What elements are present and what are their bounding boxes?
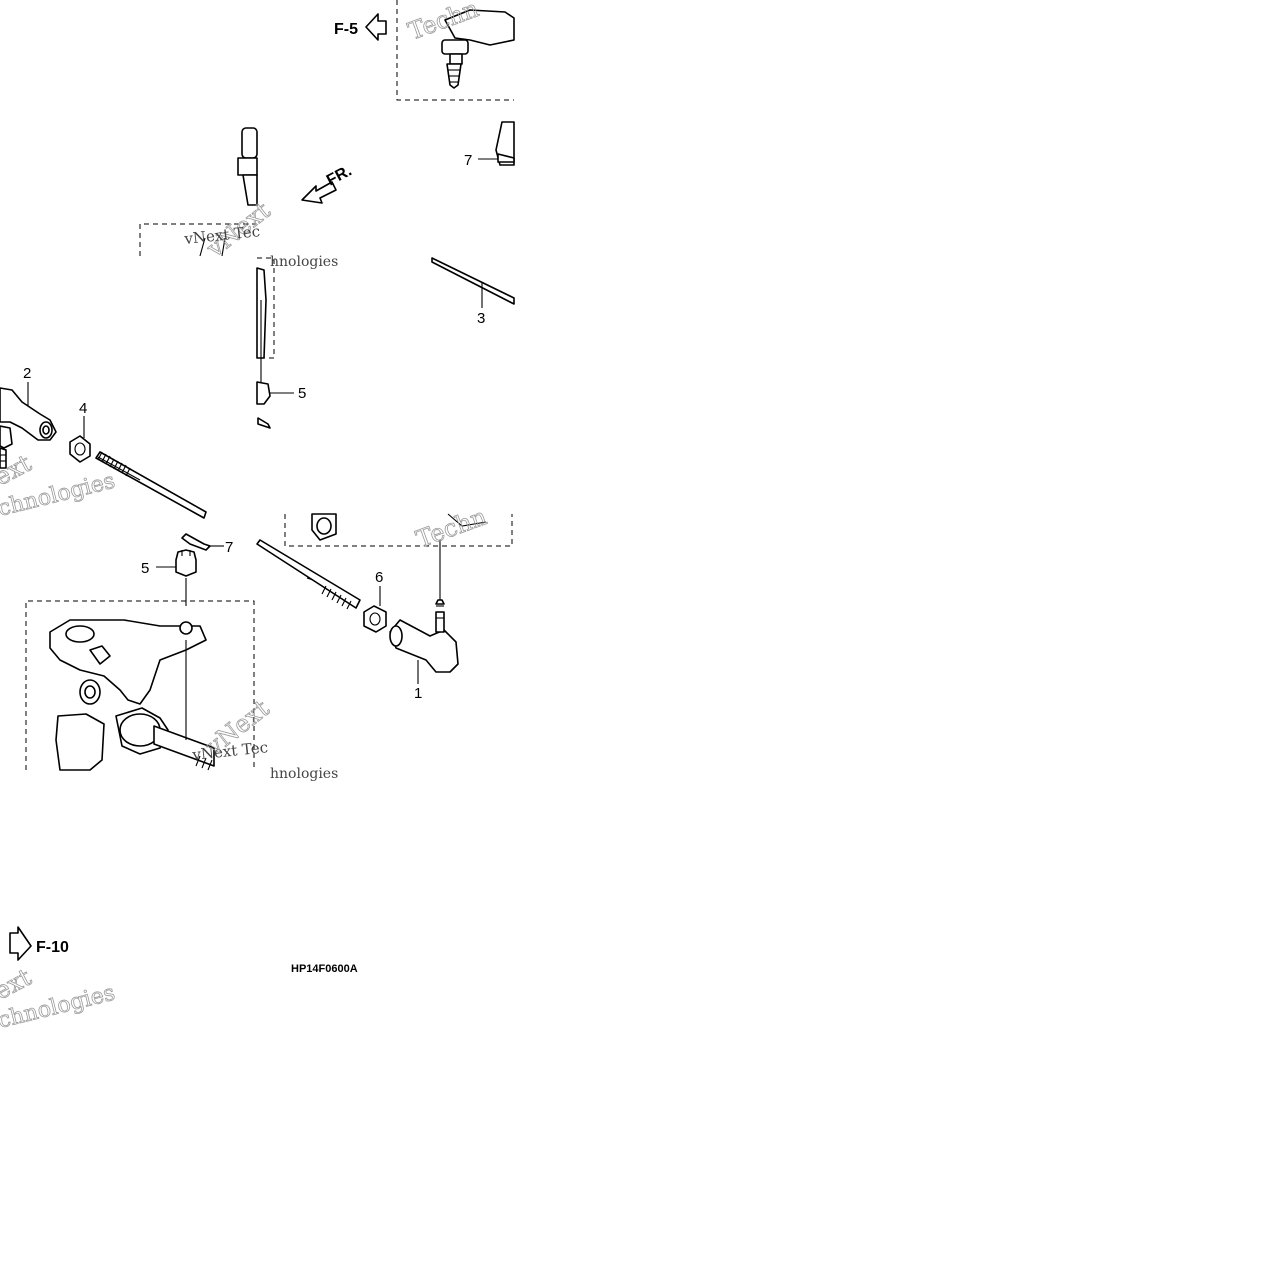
callout-4: 4 — [79, 400, 87, 417]
arrow-left-icon — [365, 13, 387, 41]
watermark-text: hnologies — [270, 766, 338, 782]
callout-5: 5 — [298, 385, 306, 402]
arrow-right-icon — [9, 926, 32, 961]
front-indicator: FR. — [301, 162, 355, 204]
steering-upper-left — [237, 127, 258, 206]
knuckle-inset — [25, 600, 255, 771]
tie-rod-right — [256, 539, 361, 610]
callout-5: 5 — [141, 560, 149, 577]
reference-f10-label: F-10 — [36, 939, 69, 956]
front-arrow-icon — [301, 181, 337, 204]
callout-2: 2 — [23, 365, 31, 382]
watermark-text: hnologies — [270, 254, 338, 270]
reference-f10[interactable]: F-10 — [9, 926, 69, 961]
callout-7: 7 — [464, 152, 472, 169]
tie-rod-upper-right — [431, 257, 515, 308]
castle-nut-upper — [256, 381, 294, 429]
drawing-code: HP14F0600A — [291, 963, 358, 975]
upper-inset — [396, 0, 515, 101]
cotter-pin-upper — [478, 153, 515, 163]
jam-nut-right — [363, 586, 387, 633]
left-upper-inset — [139, 223, 275, 385]
reference-f5[interactable]: F-5 — [334, 13, 387, 41]
tie-rod-end-left — [0, 382, 57, 469]
tie-rod-end-right — [389, 540, 459, 684]
callouts: 1 2 3 4 5 5 6 7 7 — [23, 152, 485, 702]
callout-3: 3 — [477, 310, 485, 327]
tie-rod-left — [95, 451, 207, 519]
castle-nut-lower — [156, 549, 197, 606]
reference-f5-label: F-5 — [334, 21, 358, 38]
jam-nut-left — [69, 416, 91, 463]
callout-6: 6 — [375, 569, 383, 586]
callout-1: 1 — [414, 685, 422, 702]
watermark-text: ext — [0, 963, 36, 1005]
callout-7: 7 — [225, 539, 233, 556]
cotter-pin-lower — [181, 533, 224, 551]
right-lower-inset — [284, 513, 513, 547]
